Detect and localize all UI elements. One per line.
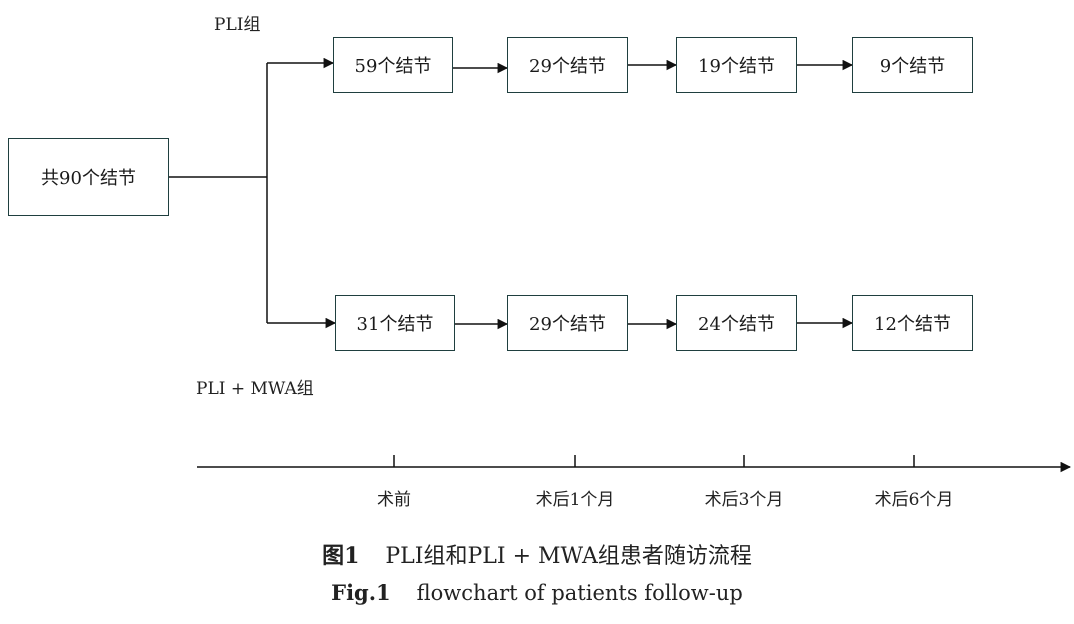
caption-cn-figure-number: 图1 bbox=[322, 543, 360, 569]
pli-node-3-months: 19个结节 bbox=[676, 37, 797, 93]
caption-chinese: 图1 PLI组和PLI + MWA组患者随访流程 bbox=[0, 538, 1074, 570]
caption-en-text: flowchart of patients follow-up bbox=[416, 581, 743, 605]
pli-node-baseline: 59个结节 bbox=[333, 37, 453, 93]
pli-node-1-month: 29个结节 bbox=[507, 37, 628, 93]
caption-en-figure-number: Fig.1 bbox=[331, 580, 391, 605]
timeline-label-baseline: 术前 bbox=[377, 490, 411, 510]
mwa-node-1-month: 29个结节 bbox=[507, 295, 628, 351]
mwa-node-baseline: 31个结节 bbox=[335, 295, 455, 351]
pli-node-6-months: 9个结节 bbox=[852, 37, 973, 93]
caption-english: Fig.1 flowchart of patients follow-up bbox=[0, 580, 1074, 605]
timeline-label-3-months: 术后3个月 bbox=[704, 490, 784, 510]
pli-group-label: PLI组 bbox=[214, 15, 261, 35]
timeline-label-6-months: 术后6个月 bbox=[874, 490, 954, 510]
mwa-group-label: PLI + MWA组 bbox=[196, 379, 314, 399]
start-node: 共90个结节 bbox=[8, 138, 169, 216]
timeline-label-1-month: 术后1个月 bbox=[535, 490, 615, 510]
mwa-node-6-months: 12个结节 bbox=[852, 295, 973, 351]
caption-cn-text: PLI组和PLI + MWA组患者随访流程 bbox=[385, 544, 752, 569]
mwa-node-3-months: 24个结节 bbox=[676, 295, 797, 351]
